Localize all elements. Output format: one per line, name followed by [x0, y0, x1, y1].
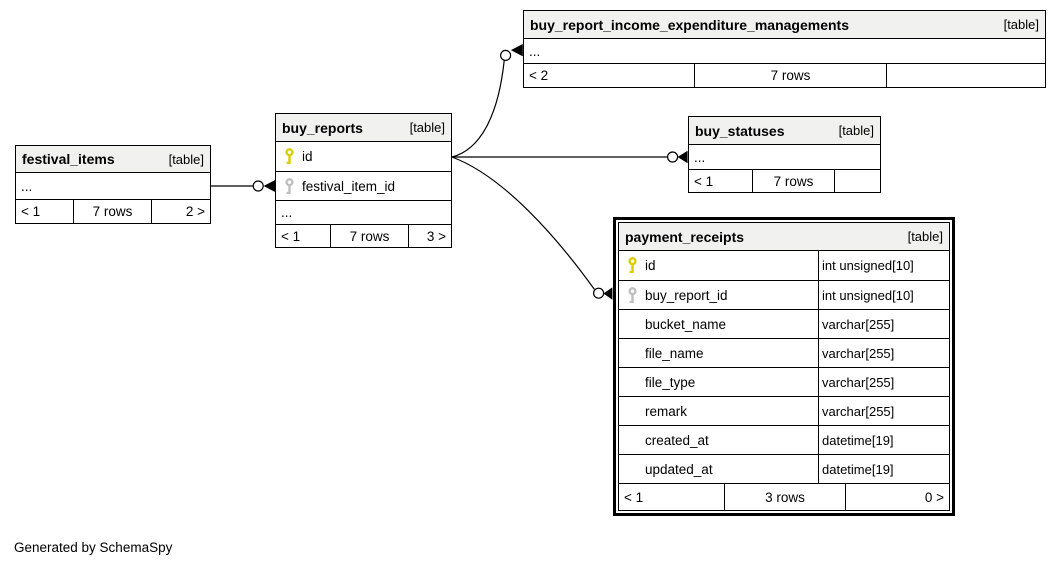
- column-row-bucket_name: bucket_name varchar[255]: [619, 309, 949, 338]
- table-title[interactable]: buy_report_income_expenditure_management…: [530, 16, 849, 33]
- footer-related-left: < 1: [624, 489, 644, 505]
- table-buy_report_income_expenditure_managements[interactable]: buy_report_income_expenditure_management…: [523, 10, 1046, 88]
- column-row-ellipsis: ...: [689, 145, 880, 169]
- table-footer: < 1 3 rows 0 >: [619, 483, 949, 510]
- column-row-ellipsis: ...: [16, 173, 210, 199]
- table-buy_reports[interactable]: buy_reports [table] id festival_item_id... <…: [275, 113, 452, 248]
- footer-related-right: [835, 170, 880, 192]
- footer-related-left: < 1: [281, 228, 301, 244]
- footer-row-count: 7 rows: [330, 225, 409, 247]
- table-tag: [table]: [907, 229, 943, 244]
- table-tag: [table]: [838, 123, 874, 138]
- table-box: festival_items [table]... < 1 7 rows 2 >: [15, 145, 211, 224]
- column-row-remark: remark varchar[255]: [619, 396, 949, 425]
- column-row-created_at: created_at datetime[19]: [619, 425, 949, 454]
- column-name: remark: [645, 403, 688, 419]
- column-type: varchar[255]: [818, 368, 949, 396]
- table-header[interactable]: festival_items [table]: [16, 146, 210, 173]
- column-row-id: id: [276, 142, 451, 171]
- table-header[interactable]: buy_statuses [table]: [689, 117, 880, 145]
- table-box: buy_statuses [table]... < 1 7 rows: [688, 116, 881, 193]
- footer-related-right: [887, 64, 1045, 87]
- table-header[interactable]: buy_report_income_expenditure_management…: [524, 11, 1045, 39]
- table-footer: < 1 7 rows 2 >: [16, 199, 210, 223]
- column-type: int unsigned[10]: [818, 251, 949, 280]
- footer-row-count: 7 rows: [752, 170, 835, 192]
- column-type: varchar[255]: [818, 339, 949, 367]
- column-row-id: id int unsigned[10]: [619, 251, 949, 280]
- column-name: ...: [281, 205, 293, 220]
- table-tag: [table]: [168, 151, 204, 167]
- footer-row-count: 7 rows: [694, 64, 887, 87]
- footer-related-left: < 2: [529, 68, 549, 83]
- column-type: datetime[19]: [818, 426, 949, 454]
- table-tag: [table]: [1003, 17, 1039, 32]
- table-box: buy_report_income_expenditure_management…: [523, 10, 1046, 88]
- column-name: ...: [529, 43, 541, 59]
- column-row-updated_at: updated_at datetime[19]: [619, 454, 949, 483]
- column-type: varchar[255]: [818, 397, 949, 425]
- table-title[interactable]: payment_receipts: [625, 228, 745, 245]
- footer-related-right: 2 >: [185, 204, 205, 219]
- table-footer: < 1 7 rows 3 >: [276, 224, 451, 247]
- column-row-ellipsis: ...: [524, 39, 1045, 63]
- column-name: updated_at: [645, 461, 713, 477]
- footer-row-count: 7 rows: [73, 200, 152, 223]
- column-name: buy_report_id: [645, 287, 728, 303]
- edge-buy-reports-to-buy-statuses: [452, 150, 688, 164]
- column-type: int unsigned[10]: [818, 281, 949, 309]
- table-footer: < 1 7 rows: [689, 169, 880, 192]
- table-header[interactable]: buy_reports [table]: [276, 114, 451, 142]
- table-box: payment_receipts [table] id int unsigned[10…: [618, 222, 950, 511]
- table-title[interactable]: festival_items: [22, 151, 115, 167]
- column-type: varchar[255]: [818, 310, 949, 338]
- column-row-file_type: file_type varchar[255]: [619, 367, 949, 396]
- column-row-file_name: file_name varchar[255]: [619, 338, 949, 367]
- edge-buy-reports-to-payment-receipts: [451, 156, 613, 300]
- footer-related-right: 3 >: [426, 228, 446, 244]
- column-row-ellipsis: ...: [276, 200, 451, 224]
- primary-key-icon: [276, 148, 302, 165]
- table-footer: < 2 7 rows: [524, 63, 1045, 87]
- edge-festival-items-to-buy-reports: [211, 179, 276, 193]
- column-name: ...: [21, 178, 33, 194]
- column-name: file_name: [645, 345, 704, 361]
- table-festival_items[interactable]: festival_items [table]... < 1 7 rows 2 >: [15, 145, 211, 224]
- column-row-buy_report_id: buy_report_id int unsigned[10]: [619, 280, 949, 309]
- column-name: created_at: [645, 432, 709, 448]
- footer-related-left: < 1: [694, 173, 714, 189]
- foreign-key-icon: [276, 177, 302, 195]
- column-name: bucket_name: [645, 316, 727, 332]
- column-name: id: [302, 149, 313, 164]
- column-type: datetime[19]: [818, 455, 949, 483]
- primary-key-icon: [619, 257, 645, 274]
- footer-related-right: 0 >: [924, 489, 944, 505]
- column-row-festival_item_id: festival_item_id: [276, 171, 451, 200]
- column-name: ...: [694, 149, 706, 165]
- column-name: festival_item_id: [302, 178, 396, 194]
- footer-related-left: < 1: [21, 204, 41, 219]
- edge-buy-reports-to-managements: [451, 44, 523, 158]
- table-title[interactable]: buy_statuses: [695, 122, 785, 139]
- table-box: buy_reports [table] id festival_item_id... <…: [275, 113, 452, 248]
- table-payment_receipts[interactable]: payment_receipts [table] id int unsigned[10…: [613, 217, 955, 516]
- table-buy_statuses[interactable]: buy_statuses [table]... < 1 7 rows: [688, 116, 881, 193]
- foreign-key-icon: [619, 286, 645, 304]
- column-name: id: [645, 258, 656, 273]
- column-name: file_type: [645, 374, 696, 390]
- footer-row-count: 3 rows: [724, 484, 846, 510]
- table-title[interactable]: buy_reports: [282, 119, 363, 136]
- generated-by-note: Generated by SchemaSpy: [14, 540, 173, 555]
- table-header[interactable]: payment_receipts [table]: [619, 223, 949, 251]
- table-tag: [table]: [409, 120, 445, 135]
